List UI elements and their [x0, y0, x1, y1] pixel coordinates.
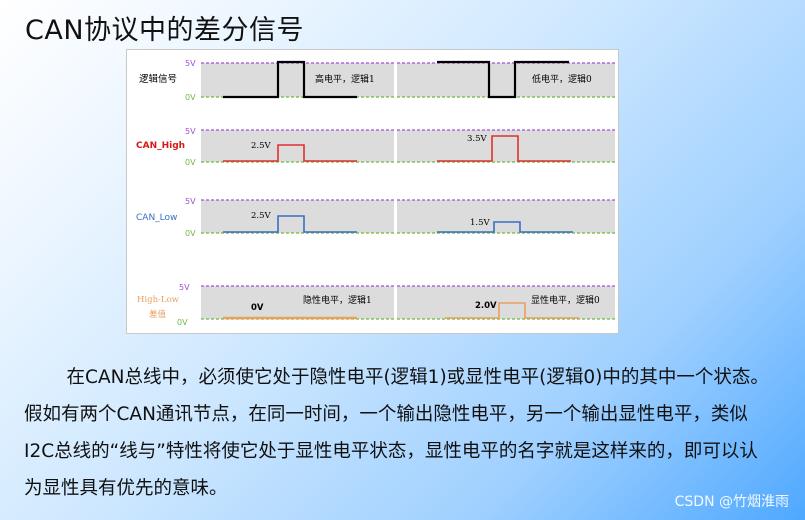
logic-waveform-recessive [223, 60, 357, 99]
value-label: 2.5V [251, 141, 272, 151]
min-level-label: 0V [177, 318, 188, 327]
logic-waveform-dominant [437, 60, 569, 99]
can-low-waveform-recessive [223, 215, 357, 233]
waveform-diagram: 逻辑信号 5V 0V 高电平，逻辑1 低电平，逻辑0 CAN_High 5V 0… [136, 59, 615, 327]
panel-band [201, 286, 394, 319]
value-label: 3.5V [467, 134, 488, 144]
panel-annotation: 显性电平，逻辑0 [531, 294, 600, 306]
value-label: 2.0V [475, 301, 497, 311]
can-low-waveform-dominant [437, 221, 573, 233]
diff-waveform-dominant [445, 302, 579, 319]
row-label-can-low: CAN_Low [136, 213, 177, 223]
row-label-can-high: CAN_High [136, 141, 185, 151]
min-level-label: 0V [185, 93, 196, 102]
max-level-label: 5V [185, 127, 196, 136]
panel-band [397, 63, 615, 97]
row-label-logic: 逻辑信号 [139, 73, 177, 85]
panel-annotation: 高电平，逻辑1 [315, 73, 375, 85]
panel-annotation: 低电平，逻辑0 [532, 73, 592, 85]
panel-annotation: 隐性电平，逻辑1 [303, 294, 372, 306]
panel-band [397, 200, 615, 233]
panel-band [201, 63, 394, 97]
can-high-waveform-recessive [223, 144, 357, 162]
page-title: CAN协议中的差分信号 [25, 15, 305, 46]
row-can-high: CAN_High 5V 0V 2.5V 3.5V [136, 127, 615, 167]
value-label: 2.5V [251, 211, 272, 221]
differential-signal-figure: 逻辑信号 5V 0V 高电平，逻辑1 低电平，逻辑0 CAN_High 5V 0… [126, 49, 619, 334]
row-can-low: CAN_Low 5V 0V 2.5V 1.5V [136, 197, 615, 238]
max-level-label: 5V [179, 283, 190, 292]
row-logic: 逻辑信号 5V 0V 高电平，逻辑1 低电平，逻辑0 [139, 59, 615, 102]
max-level-label: 5V [185, 197, 196, 206]
explanation-text: 在CAN总线中，必须使它处于隐性电平(逻辑1)或显性电平(逻辑0)中的其中一个状… [24, 359, 776, 507]
can-high-waveform-dominant [437, 135, 571, 162]
explanation-paragraph: 在CAN总线中，必须使它处于隐性电平(逻辑1)或显性电平(逻辑0)中的其中一个状… [24, 367, 769, 499]
row-label-diff: High-Low [137, 295, 180, 305]
value-label: 0V [251, 303, 264, 313]
panel-band [397, 130, 615, 162]
watermark: CSDN @竹烟淮雨 [674, 494, 789, 510]
row-diff: High-Low 差值 5V 0V 0V 隐性电平，逻辑1 2.0V 显性电平，… [137, 283, 615, 327]
min-level-label: 0V [185, 229, 196, 238]
row-label-diff-sub: 差值 [149, 309, 167, 320]
min-level-label: 0V [185, 158, 196, 167]
value-label: 1.5V [470, 218, 491, 228]
panel-band [201, 130, 394, 162]
max-level-label: 5V [185, 59, 196, 68]
